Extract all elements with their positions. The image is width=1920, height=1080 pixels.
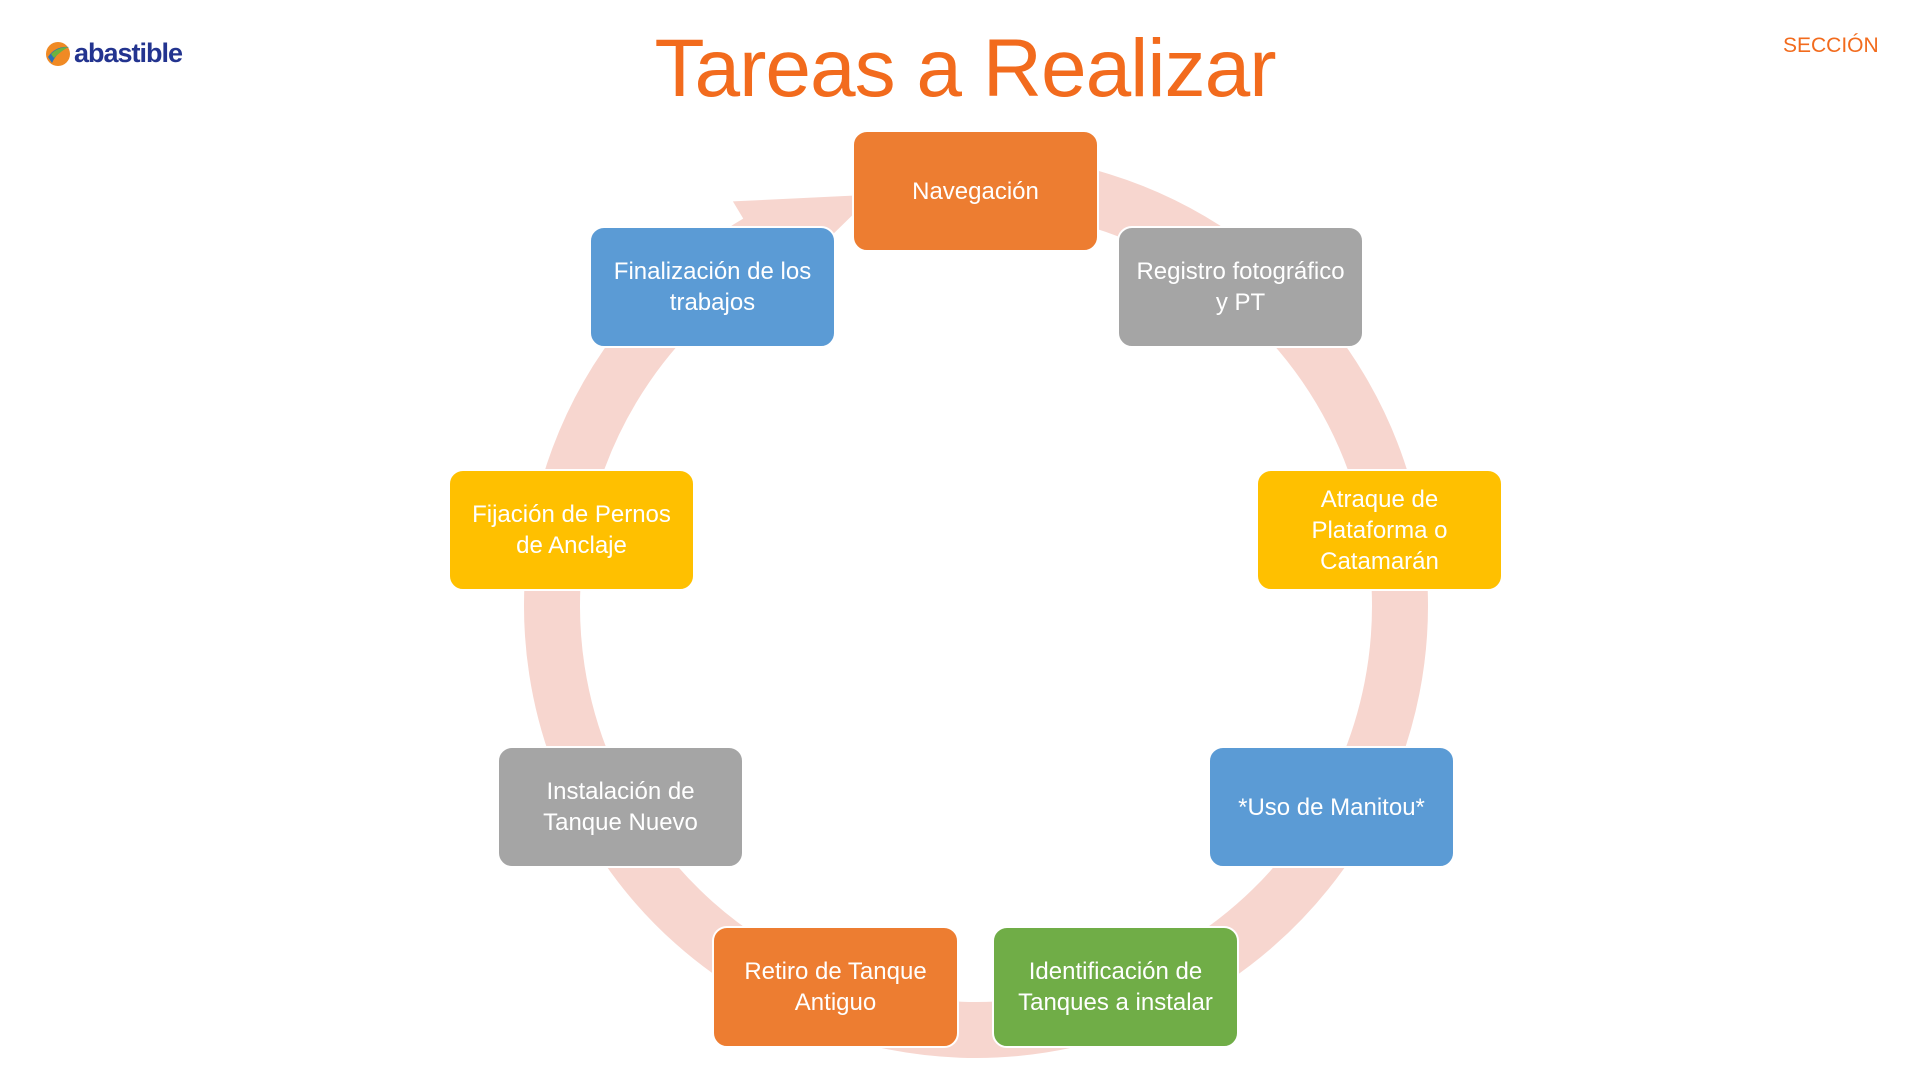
step-label: Instalación de Tanque Nuevo	[543, 778, 698, 836]
step-atraque-plataforma: Atraque de Plataforma o Catamarán	[1256, 469, 1503, 591]
section-label: SECCIÓN	[1783, 34, 1879, 57]
logo-text: abastible	[74, 38, 183, 68]
step-label: Navegación	[912, 177, 1039, 205]
step-label: Identificación de Tanques a instalar	[1018, 958, 1213, 1016]
step-fijacion-pernos: Fijación de Pernos de Anclaje	[448, 469, 695, 591]
step-label: *Uso de Manitou*	[1238, 793, 1425, 821]
step-label: Finalización de los trabajos	[613, 258, 812, 316]
step-finalizacion: Finalización de los trabajos	[589, 226, 836, 348]
step-registro-fotografico: Registro fotográfico y PT	[1117, 226, 1364, 348]
step-retiro-tanque: Retiro de Tanque Antiguo	[712, 926, 959, 1048]
page-title: Tareas a Realizar	[654, 23, 1276, 114]
step-uso-manitou: *Uso de Manitou*	[1208, 746, 1455, 868]
step-identificacion-tanques: Identificación de Tanques a instalar	[992, 926, 1239, 1048]
step-instalacion-tanque: Instalación de Tanque Nuevo	[497, 746, 744, 868]
step-label: Retiro de Tanque Antiguo	[744, 958, 927, 1016]
step-label: Registro fotográfico y PT	[1136, 258, 1345, 316]
step-navegacion: Navegación	[852, 130, 1099, 252]
step-label: Atraque de Plataforma o Catamarán	[1311, 485, 1448, 575]
logo-sphere-icon	[46, 41, 70, 66]
abastible-logo: abastible	[45, 38, 183, 69]
step-label: Fijación de Pernos de Anclaje	[472, 501, 671, 559]
